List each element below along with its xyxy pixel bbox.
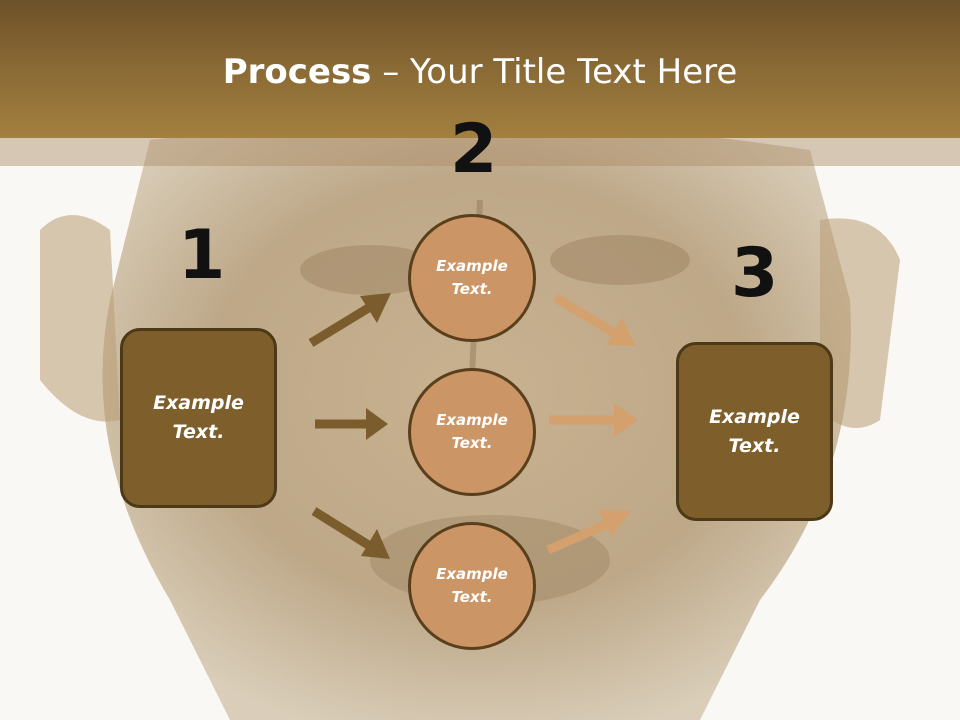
arrow-left-middle-head [366, 408, 388, 440]
circle-top: Example Text. [408, 214, 536, 342]
title-rest: – Your Title Text Here [371, 52, 738, 92]
right-step-box: Example Text. [676, 342, 833, 521]
arrow-left-bottom [311, 507, 373, 550]
arrow-right-middle-head [614, 403, 638, 437]
arrow-right-top-head [606, 318, 636, 346]
circle-bottom: Example Text. [408, 522, 536, 650]
circle-middle-label: Example Text. [436, 411, 508, 452]
right-box-label: Example Text. [709, 405, 800, 457]
circle-bottom-label: Example Text. [436, 565, 508, 606]
left-step-box: Example Text. [120, 328, 277, 508]
step-number-1: 1 [178, 216, 226, 295]
step-number-2: 2 [450, 110, 498, 189]
arrow-left-top [308, 303, 373, 347]
title-bar [0, 0, 960, 138]
circle-top-label: Example Text. [436, 257, 508, 298]
arrow-left-top-head [360, 293, 391, 323]
title-bold: Process [222, 52, 372, 92]
slide-title: Process – Your Title Text Here [0, 52, 960, 92]
arrow-right-bottom [546, 517, 614, 555]
left-box-label: Example Text. [153, 392, 244, 443]
arrow-right-top [553, 294, 619, 338]
step-number-3: 3 [731, 234, 779, 313]
arrow-left-bottom-head [361, 529, 390, 559]
header-strip [0, 138, 960, 166]
arrow-right-bottom-head [599, 510, 631, 537]
circle-middle: Example Text. [408, 368, 536, 496]
